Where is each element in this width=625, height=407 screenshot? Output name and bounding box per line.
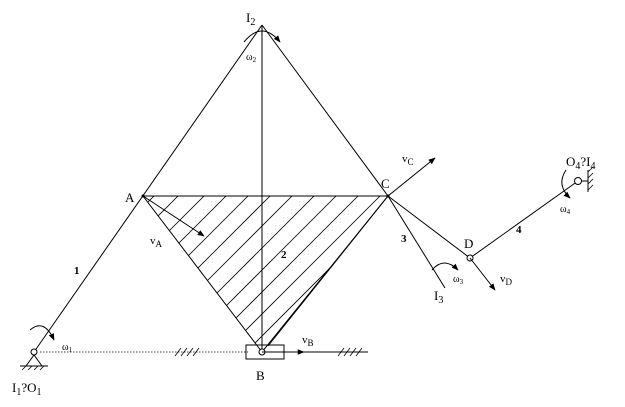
ground-support-o1 — [20, 348, 48, 371]
label-omega-4: ω4 — [560, 204, 571, 216]
line-c-i3 — [387, 195, 446, 289]
omega-arc-3 — [431, 262, 459, 271]
label-i1-o1: I1?O1 — [12, 380, 42, 398]
label-omega-2: ω2 — [246, 52, 257, 64]
omega-arc-1 — [29, 325, 55, 341]
label-d: D — [464, 236, 473, 251]
label-omega-3: ω3 — [453, 274, 464, 286]
label-link-1: 1 — [74, 265, 80, 277]
label-vd: vD — [500, 273, 513, 287]
label-link-3: 3 — [401, 233, 407, 245]
label-i3: I3 — [434, 288, 443, 306]
link-3-cd — [387, 195, 471, 259]
label-link-2: 2 — [281, 249, 287, 261]
ground-support-o4 — [574, 166, 594, 192]
omega-arc-2 — [243, 30, 281, 43]
velocity-arrow-d — [469, 257, 496, 291]
label-a: A — [125, 190, 135, 205]
omega-arc-4 — [561, 169, 571, 199]
link-4-do4 — [469, 180, 579, 259]
guide-hatch-left — [174, 347, 200, 357]
guide-hatch-right — [337, 347, 363, 357]
label-b: B — [256, 368, 265, 383]
label-va: vA — [150, 235, 163, 249]
label-o4-i4: O4?I4 — [566, 154, 596, 172]
hatched-triangle — [143, 196, 388, 352]
label-vc: vC — [402, 153, 414, 167]
line-i2-c — [261, 24, 389, 197]
line-o1-i2 — [33, 24, 263, 353]
label-i2: I2 — [246, 10, 255, 28]
label-vb: vB — [302, 334, 314, 348]
line-b-c-inner — [267, 195, 389, 347]
velocity-arrow-a — [142, 195, 205, 237]
triangle-outline — [141, 195, 390, 353]
label-link-4: 4 — [516, 224, 522, 236]
velocity-arrow-c — [387, 157, 436, 197]
label-c: C — [381, 176, 390, 191]
label-omega-1: ω1 — [62, 342, 73, 354]
